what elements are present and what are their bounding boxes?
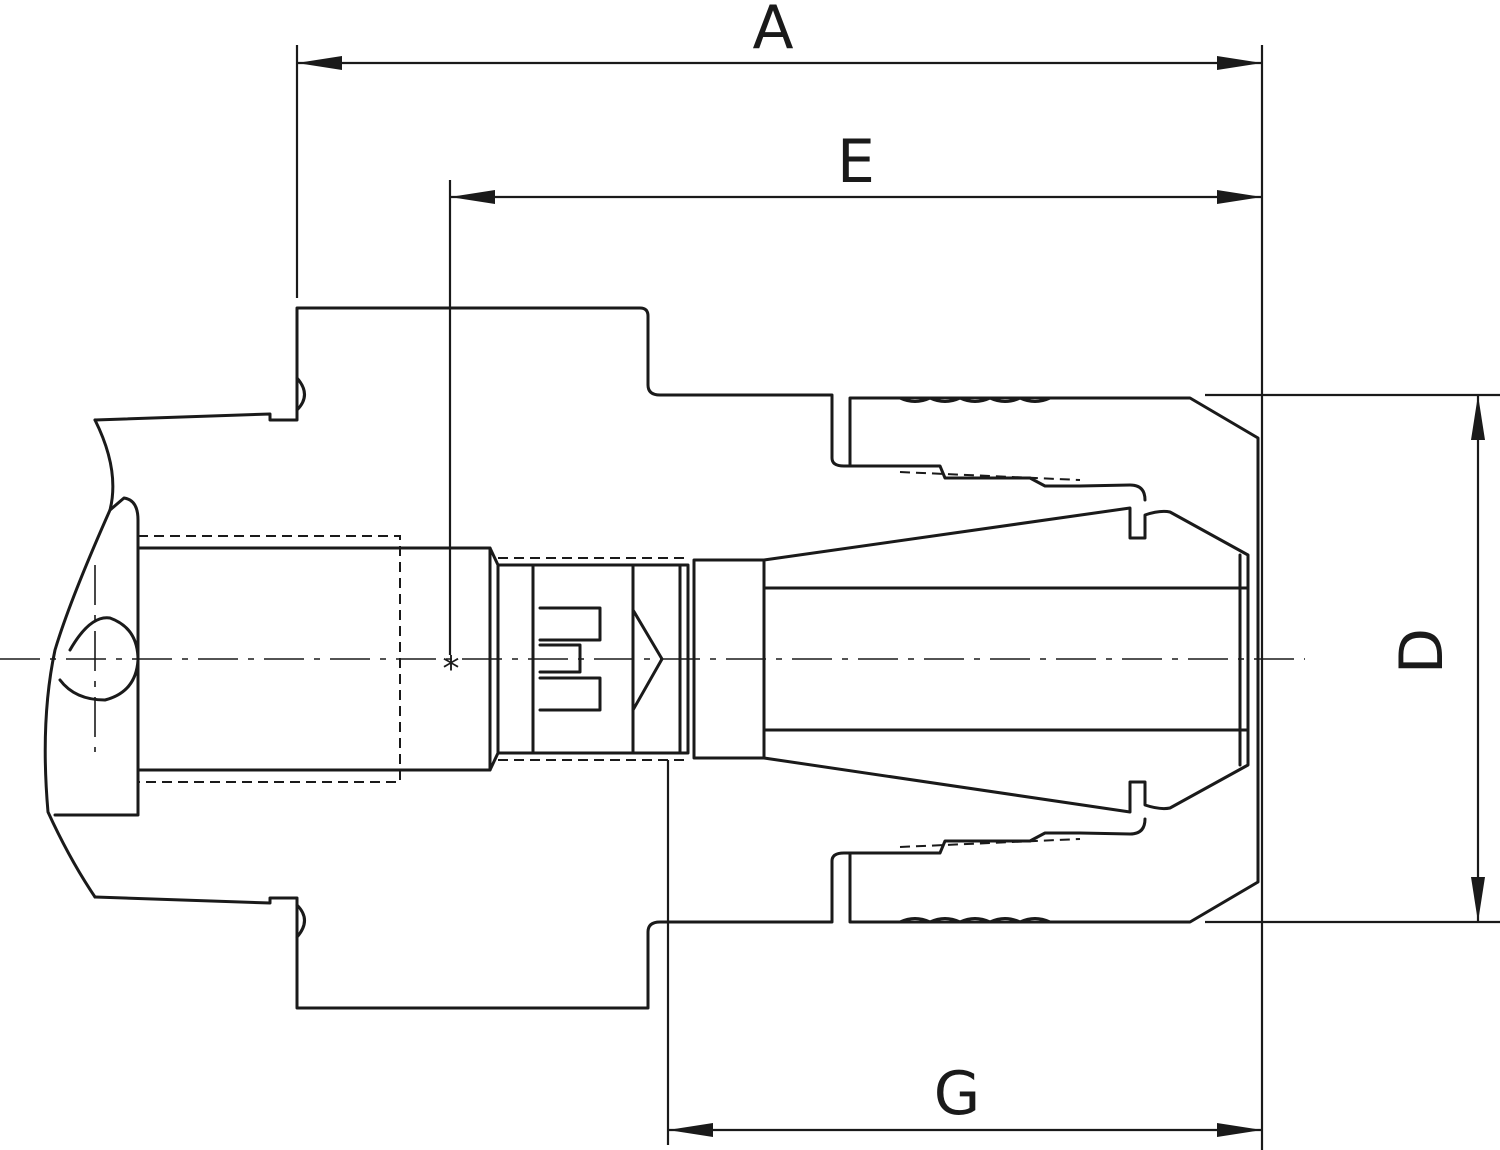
pin-hole — [58, 616, 140, 702]
dim-A-arrow-left — [297, 56, 342, 70]
dim-D-arrow-top — [1471, 395, 1485, 440]
dim-A-arrow-right — [1217, 56, 1262, 70]
spline-tip — [631, 608, 664, 712]
nut-thread-top — [848, 464, 1147, 502]
dim-D-label: D — [1387, 628, 1457, 674]
flange-notch-top — [295, 376, 306, 412]
flange-outline-top — [93, 306, 1260, 1010]
collet-holder — [692, 558, 766, 760]
collet-bore — [762, 586, 1250, 732]
shank-inner-profile — [53, 496, 140, 817]
nut-thread-bottom — [848, 817, 1147, 855]
dim-E-label: E — [837, 127, 875, 197]
nut-knurl-bottom — [898, 917, 1052, 924]
dim-E-arrow-right — [1217, 190, 1262, 204]
dim-G-arrow-left — [668, 1123, 713, 1137]
coupling-body — [496, 563, 690, 755]
spline-teeth — [538, 606, 602, 712]
dim-G-label: G — [934, 1059, 981, 1129]
nut-thread-hidden-top — [899, 471, 1081, 481]
dim-D-arrow-bottom — [1471, 877, 1485, 922]
shank-break-line — [43, 418, 115, 899]
nut-thread-hidden-bottom — [899, 838, 1081, 848]
reference-mark: * — [443, 649, 460, 689]
spline-nut — [531, 563, 635, 755]
inner-bore-hidden — [138, 535, 401, 783]
flange-notch-bottom — [295, 903, 306, 939]
dim-G-arrow-right — [1217, 1123, 1262, 1137]
dim-E-arrow-left — [450, 190, 495, 204]
collet-cone — [762, 506, 1250, 814]
nut-knurl-top — [898, 396, 1052, 403]
dim-A-label: A — [752, 0, 793, 63]
